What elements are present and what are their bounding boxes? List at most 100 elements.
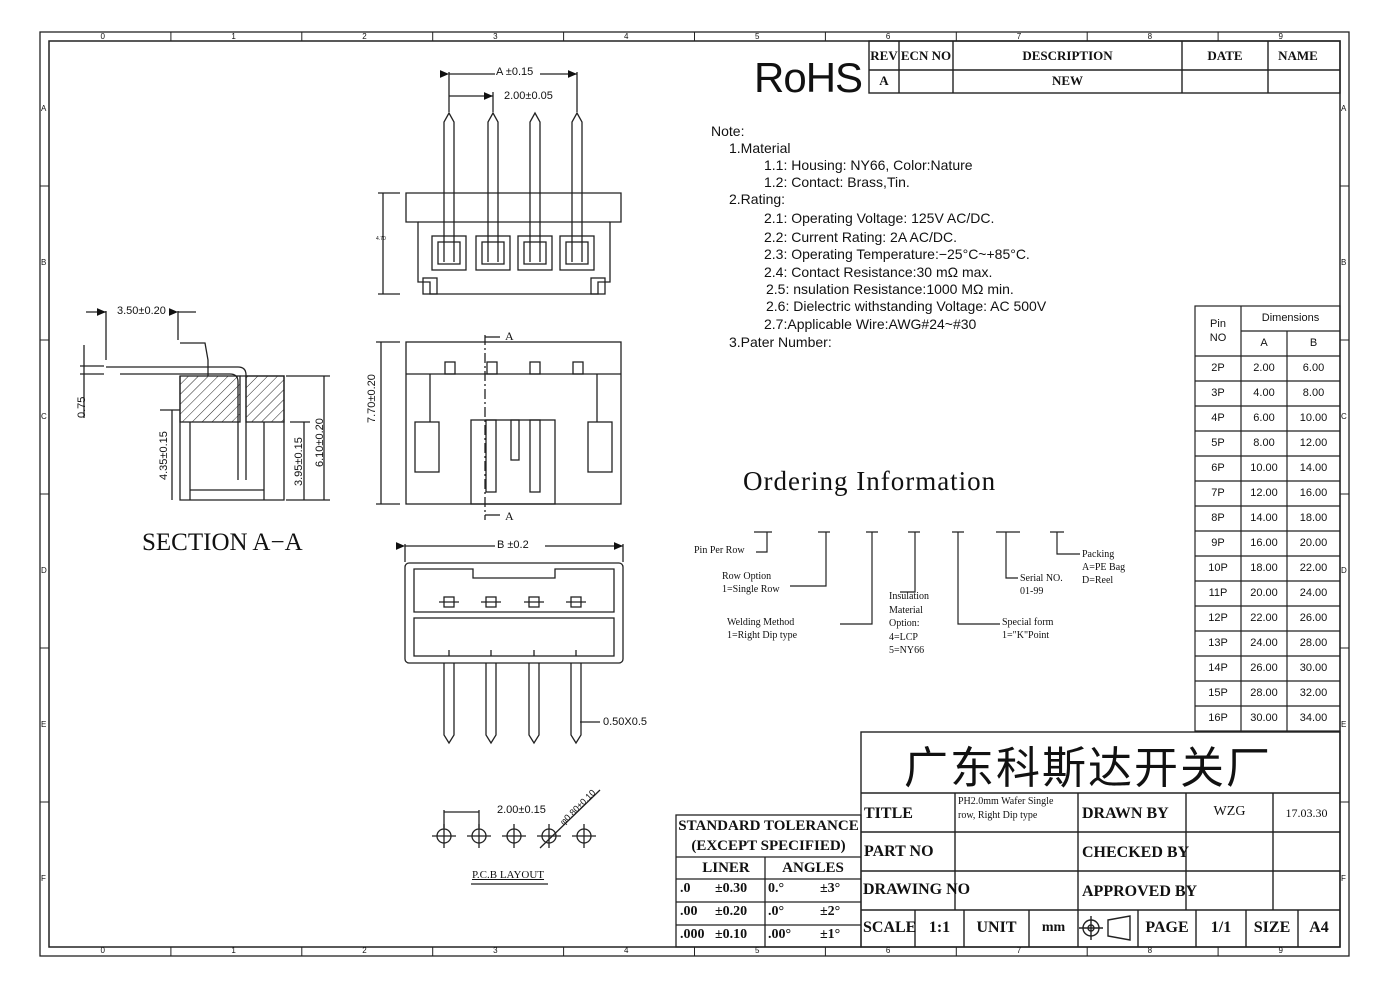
grid-col-label: 4 xyxy=(624,946,629,955)
top-pin-socket-inner xyxy=(523,241,547,265)
dim-b-value: 24.00 xyxy=(1299,587,1328,599)
note-dielectric: 2.6: Dielectric withstanding Voltage: AC… xyxy=(766,298,1047,314)
angle-tolerance: ±1° xyxy=(820,927,841,942)
special-form-value: 1="K"Point xyxy=(1002,630,1050,641)
checked-by-label: CHECKED BY xyxy=(1082,844,1190,861)
note-contact: 1.2: Contact: Brass,Tin. xyxy=(764,174,910,190)
description-value: NEW xyxy=(1051,73,1084,88)
top-pin xyxy=(529,111,541,262)
rohs-mark: RoHS xyxy=(754,54,863,101)
unit-label: UNIT xyxy=(976,919,1017,936)
special-form-label: Special form 1="K"Point xyxy=(1002,616,1053,642)
section-dim-6-10: 6.10±0.20 xyxy=(314,418,326,467)
note-wire: 2.7:Applicable Wire:AWG#24~#30 xyxy=(764,316,977,332)
top-pin-socket xyxy=(559,235,595,271)
top-pin xyxy=(571,111,583,262)
pin-count: 10P xyxy=(1208,562,1228,574)
dim-a-value: 24.00 xyxy=(1250,637,1278,649)
grid-row-label: D xyxy=(41,566,47,575)
grid-row-label: F xyxy=(41,874,46,883)
pin-count: 8P xyxy=(1211,512,1225,524)
grid-row-label: F xyxy=(1341,874,1346,883)
ecn-header: ECN NO xyxy=(900,48,952,63)
scale-value: 1:1 xyxy=(928,919,951,936)
dim-b-value: 8.00 xyxy=(1302,387,1325,399)
top-view xyxy=(378,70,622,295)
dim-a-value: 4.00 xyxy=(1253,387,1275,399)
angle-decimal: .00° xyxy=(768,927,792,942)
part-no-label: PART NO xyxy=(864,843,934,860)
grid-col-label: 5 xyxy=(754,946,760,955)
size-value: A4 xyxy=(1309,919,1329,936)
row-option-title: Row Option xyxy=(722,571,772,582)
tolerance-subtitle: (EXCEPT SPECIFIED) xyxy=(691,838,846,854)
bottom-pin xyxy=(570,663,582,745)
dim-b-value: 14.00 xyxy=(1299,462,1328,474)
dimension-row: 3P 4.00 8.00 xyxy=(1195,387,1340,412)
rev-header: REV xyxy=(870,48,898,63)
note-temperature: 2.3: Operating Temperature:−25°C~+85°C. xyxy=(764,246,1030,262)
grid-col-label: 8 xyxy=(1147,946,1153,955)
note-current: 2.2: Current Rating: 2A AC/DC. xyxy=(764,229,957,245)
special-form-title: Special form xyxy=(1002,617,1054,628)
pin-count: 4P xyxy=(1211,412,1225,424)
ordering-leaders xyxy=(754,531,1080,625)
grid-col-label: 0 xyxy=(100,946,105,955)
angle-decimal: .0° xyxy=(768,904,785,919)
dim-b-value: 12.00 xyxy=(1299,437,1328,449)
drawn-by-name: WZG xyxy=(1213,804,1246,819)
dimensions-table-lines xyxy=(1194,305,1341,732)
pin-count: 7P xyxy=(1211,487,1225,499)
section-view xyxy=(80,308,330,501)
pin-count: 3P xyxy=(1211,387,1225,399)
dim-b-value: 28.00 xyxy=(1299,637,1328,649)
dim-a-value: 28.00 xyxy=(1250,687,1278,699)
drawn-date: 17.03.30 xyxy=(1285,806,1328,820)
top-peg xyxy=(590,277,606,295)
top-pin xyxy=(443,111,455,262)
drawing-no-label: DRAWING NO xyxy=(863,881,971,898)
dim-a-label: A ±0.15 xyxy=(496,66,534,78)
bottom-pin xyxy=(443,663,455,745)
dim-b-value: 6.00 xyxy=(1302,362,1325,374)
dim-a-value: 14.00 xyxy=(1250,512,1278,524)
dim-a-value: 6.00 xyxy=(1253,412,1275,424)
note-insulation-resistance: 2.5: nsulation Resistance:1000 MΩ min. xyxy=(766,281,1014,297)
section-title: SECTION A−A xyxy=(142,529,303,556)
dim-b-value: 32.00 xyxy=(1299,687,1328,699)
grid-row-label: E xyxy=(1341,720,1347,729)
row-option-value: 1=Single Row xyxy=(722,584,780,595)
grid-col-label: 5 xyxy=(754,32,760,41)
dim-a-value: 12.00 xyxy=(1250,487,1278,499)
insulation-line2: Material xyxy=(889,604,923,616)
grid-col-label: 6 xyxy=(885,32,891,41)
liner-tolerance: ±0.10 xyxy=(715,927,748,942)
welding-title: Welding Method xyxy=(727,617,795,628)
insulation-line4: 4=LCP xyxy=(889,631,918,643)
approved-by-label: APPROVED BY xyxy=(1082,883,1198,900)
packing-option-d: D=Reel xyxy=(1082,575,1114,586)
revision-table-lines xyxy=(868,40,1341,94)
bottom-pin xyxy=(485,663,497,745)
insulation-line5: 5=NY66 xyxy=(889,645,925,656)
pin-header: Pin NO xyxy=(1195,317,1241,345)
insulation-line1: Insulation xyxy=(889,591,929,602)
date-header: DATE xyxy=(1207,48,1243,63)
dim-small-label: 4.70 xyxy=(376,236,386,242)
dim-b-value: 26.00 xyxy=(1299,612,1328,624)
liner-decimal: .00 xyxy=(680,904,698,919)
grid-col-label: 9 xyxy=(1278,946,1283,955)
note-part-number: 3.Pater Number: xyxy=(729,334,832,350)
top-pin-socket-inner xyxy=(437,241,461,265)
pin-per-row-label: Pin Per Row xyxy=(694,545,745,556)
